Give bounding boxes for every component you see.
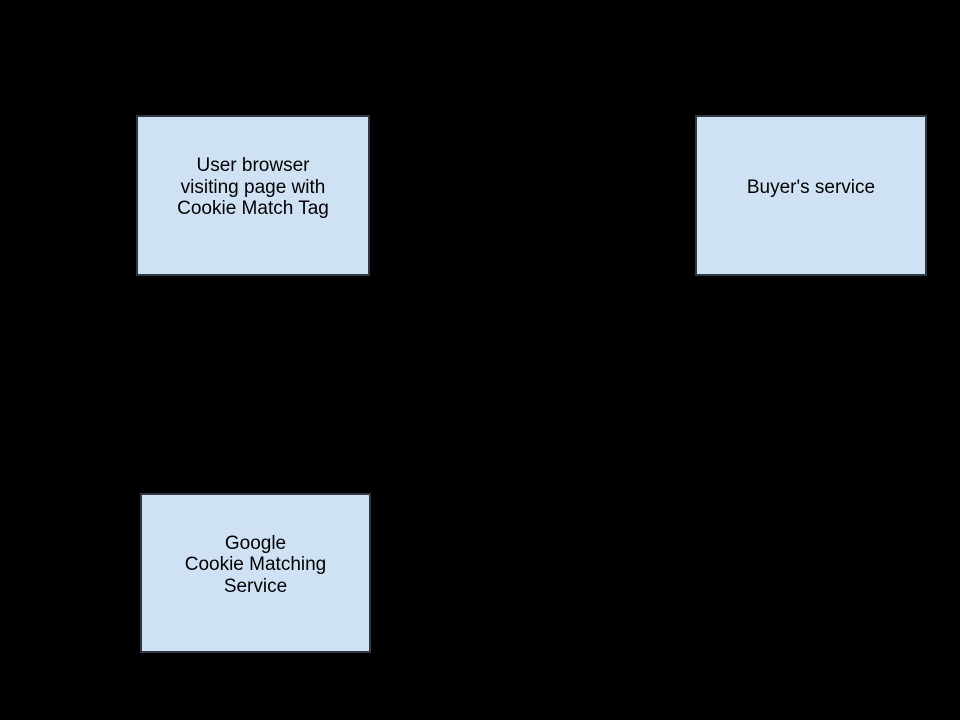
node-google-cookie-matching-service-label: Google Cookie Matching Service [185, 533, 327, 598]
node-label-line: Cookie Match Tag [177, 198, 329, 220]
node-label-line: User browser [196, 155, 310, 177]
node-user-browser-label: User browser visiting page with Cookie M… [177, 155, 329, 220]
node-label-line: Service [223, 575, 288, 597]
node-user-browser: User browser visiting page with Cookie M… [136, 115, 370, 276]
node-label-line: Buyer's service [746, 176, 876, 198]
node-buyers-service: Buyer's service [695, 115, 927, 276]
node-label-line: Cookie Matching [184, 554, 327, 576]
node-label-line: visiting page with [180, 176, 326, 198]
node-label-line: Google [224, 532, 287, 554]
node-google-cookie-matching-service: Google Cookie Matching Service [140, 493, 371, 653]
node-buyers-service-label: Buyer's service [747, 177, 875, 199]
